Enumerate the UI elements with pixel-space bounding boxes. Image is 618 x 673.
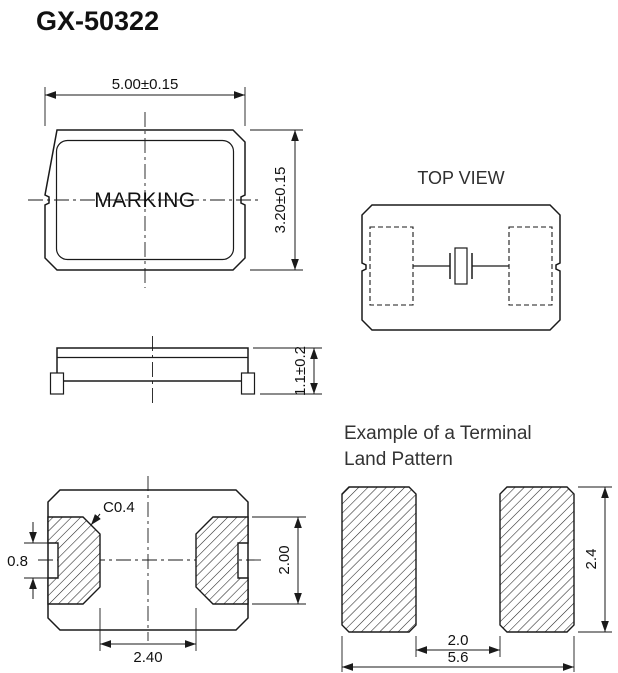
front-height-dim-label: 3.20±0.15 — [272, 167, 289, 234]
side-thickness-dimension: 1.1±0.2 — [253, 346, 322, 396]
land-width-dimension: 5.6 — [341, 636, 575, 672]
castellation-dim-label: 0.8 — [7, 553, 28, 570]
leader-arrow — [90, 513, 101, 526]
top-view: TOP VIEW — [361, 168, 561, 331]
package-lid-outline — [55, 139, 235, 261]
land-pattern-caption-line2: Land Pattern — [344, 449, 453, 470]
land-pad-left — [341, 486, 417, 633]
crystal-element — [454, 247, 468, 285]
land-gap-dimension: 2.0 — [415, 632, 501, 657]
chamfer-callout: C0.4 — [90, 499, 135, 526]
side-body-outline — [56, 347, 249, 382]
land-width-dim-label: 5.6 — [448, 649, 469, 666]
package-outline — [44, 129, 246, 271]
front-width-dimension: 5.00±0.15 — [44, 76, 246, 126]
pad-gap-dim-label: 2.40 — [133, 649, 162, 666]
land-pattern-caption-line1: Example of a Terminal — [344, 423, 532, 444]
terminal-foot-right — [240, 372, 256, 395]
terminal-pad-right — [195, 516, 249, 605]
marking-label: MARKING — [94, 189, 196, 212]
pad-height-dim-label: 2.00 — [276, 545, 293, 574]
side-thickness-dim-label: 1.1±0.2 — [292, 346, 309, 396]
front-width-dim-label: 5.00±0.15 — [112, 76, 179, 93]
hidden-terminal-left — [369, 226, 414, 306]
front-view: MARKING 5.00±0.15 3.20±0.15 — [28, 76, 303, 288]
land-height-dim-label: 2.4 — [583, 549, 600, 570]
castellation-dimension: 0.8 — [7, 522, 48, 599]
front-height-dimension: 3.20±0.15 — [250, 129, 303, 271]
terminal-pad-left — [47, 516, 101, 605]
pad-height-dimension: 2.00 — [252, 516, 306, 605]
bottom-view: C0.4 0.8 2.00 2.40 — [7, 476, 306, 666]
land-height-dimension: 2.4 — [578, 486, 612, 633]
land-pad-right — [499, 486, 575, 633]
crystal-symbol — [413, 247, 509, 285]
top-view-label: TOP VIEW — [417, 168, 504, 188]
page-title: GX-50322 — [36, 6, 159, 36]
side-view: 1.1±0.2 — [49, 336, 322, 406]
pad-gap-dimension: 2.40 — [99, 608, 197, 666]
land-gap-dim-label: 2.0 — [448, 632, 469, 649]
chamfer-dim-label: C0.4 — [103, 499, 135, 516]
terminal-foot-left — [49, 372, 65, 395]
top-view-outline — [361, 204, 561, 331]
hidden-terminal-right — [508, 226, 553, 306]
land-pattern-view: Example of a Terminal Land Pattern 2.0 5… — [341, 423, 612, 672]
